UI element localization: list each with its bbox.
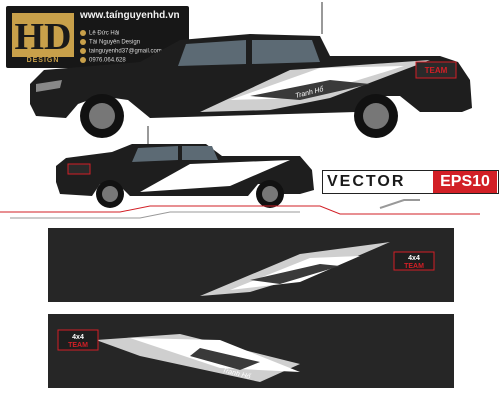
contact-row: Tài Nguyên Design bbox=[80, 39, 140, 46]
email-icon bbox=[80, 48, 86, 54]
contact-text: Lê Đức Hải bbox=[89, 30, 120, 37]
facebook-icon bbox=[80, 30, 86, 36]
contact-text: Tài Nguyên Design bbox=[89, 39, 141, 46]
contact-row: Lê Đức Hải bbox=[80, 30, 119, 37]
panel-bottom-team-label: TEAM bbox=[68, 342, 88, 349]
facebook-icon bbox=[80, 39, 86, 45]
contact-row: 0976.064.628 bbox=[80, 57, 126, 64]
panel-top-team-label: TEAM bbox=[404, 263, 424, 270]
badge-eps-text: EPS10 bbox=[433, 171, 497, 193]
logo-mark: HD bbox=[12, 13, 74, 58]
logo-tagline: DESIGN bbox=[26, 57, 60, 64]
large-truck: TEAM Tranh Hổ bbox=[30, 2, 472, 138]
small-truck bbox=[56, 126, 314, 208]
badge-vector-text: VECTOR bbox=[327, 173, 406, 190]
decal-panel-top-art: 4x4 TEAM bbox=[200, 242, 435, 296]
truck-decal-team-text: TEAM bbox=[425, 66, 448, 75]
decorative-lines bbox=[0, 199, 480, 219]
logo-text: HD bbox=[15, 16, 72, 58]
decal-panel-bottom-art: 4x4 TEAM Tranh Hổ bbox=[57, 329, 300, 382]
vector-eps-badge: VECTOR EPS10 bbox=[322, 170, 499, 194]
site-url[interactable]: www.taínguyenhd.vn bbox=[80, 10, 180, 21]
contact-row: tainguyenhd37@gmail.com bbox=[80, 48, 162, 55]
contact-text: 0976.064.628 bbox=[89, 57, 126, 64]
panel-top-team-4x4: 4x4 bbox=[408, 255, 420, 262]
contact-text: tainguyenhd37@gmail.com bbox=[89, 48, 162, 55]
panel-bottom-team-4x4: 4x4 bbox=[72, 334, 84, 341]
phone-icon bbox=[80, 57, 86, 63]
